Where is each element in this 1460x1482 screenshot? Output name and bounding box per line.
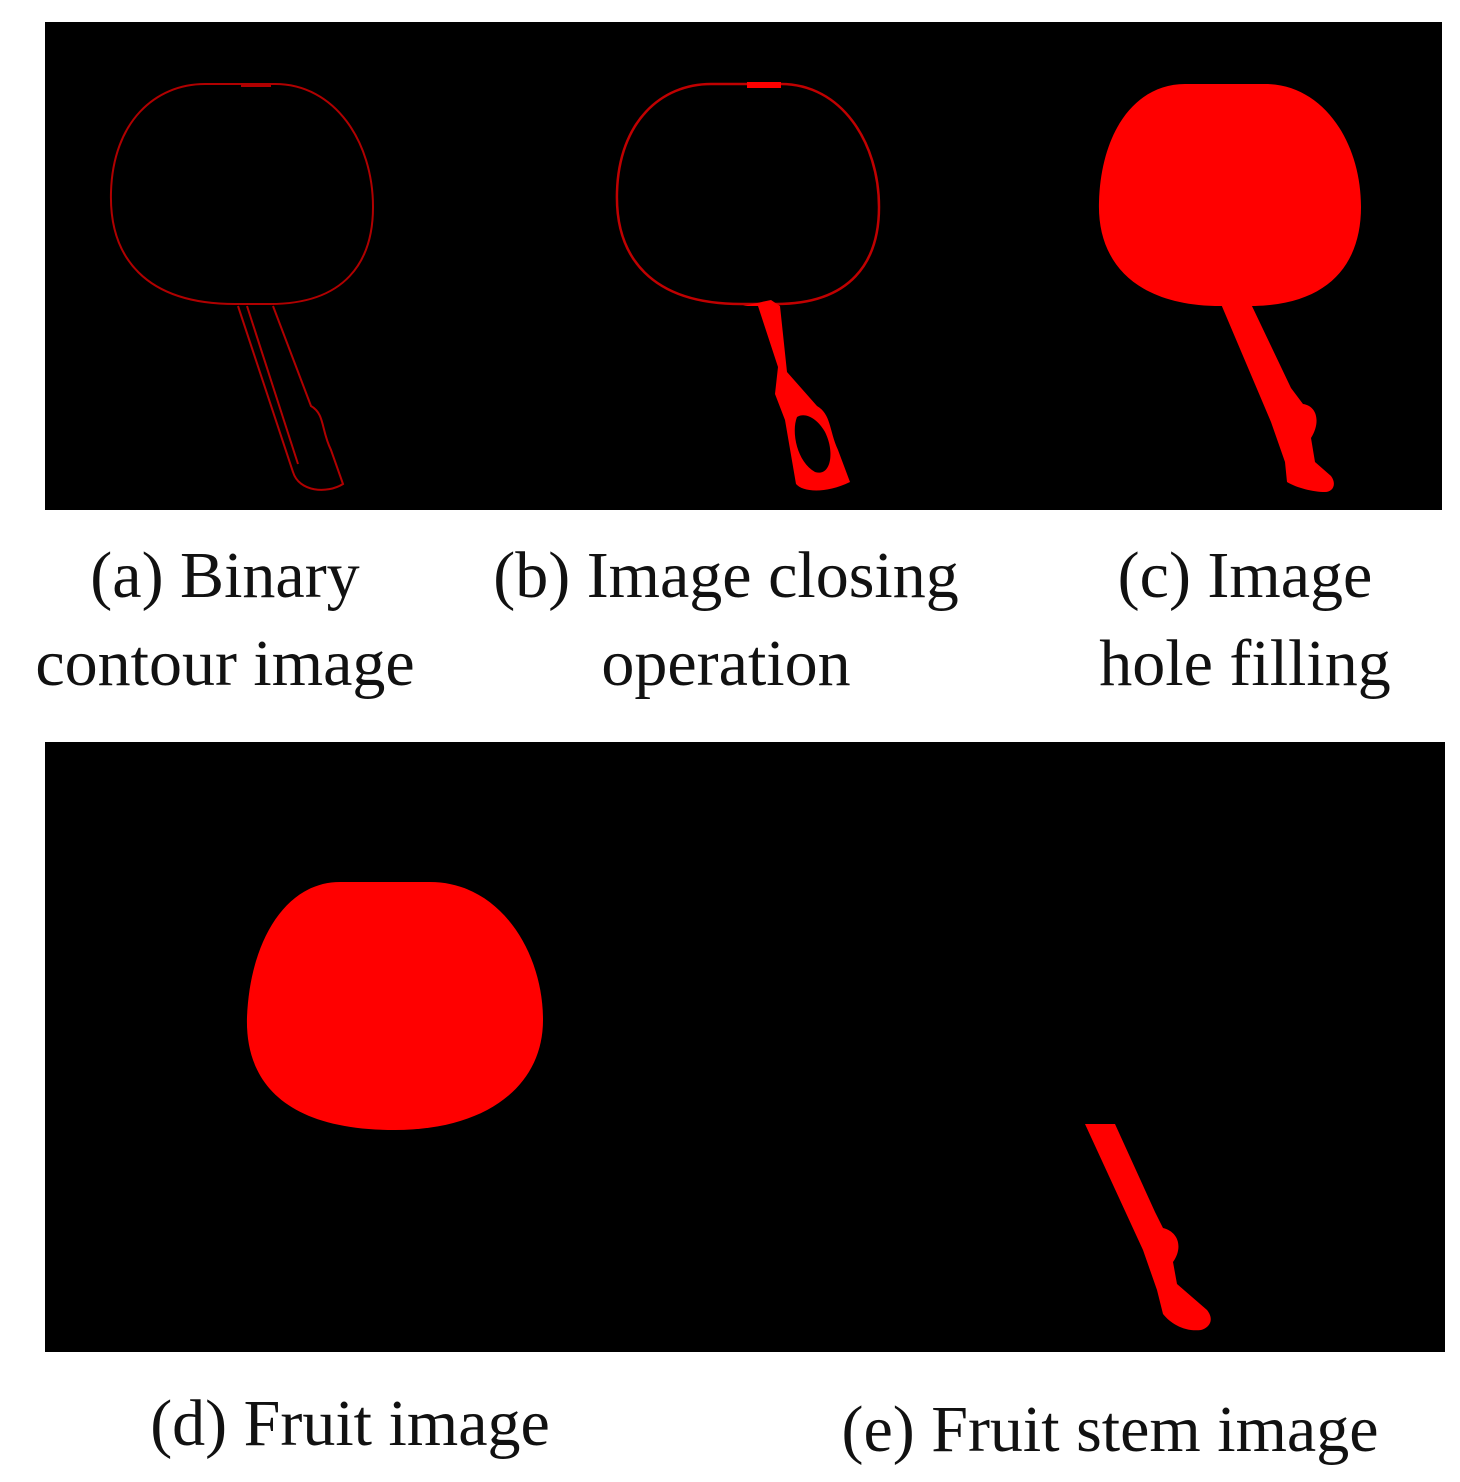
caption-d-line-1: (d) Fruit image (150, 1387, 550, 1460)
caption-e-line-1: (e) Fruit stem image (841, 1393, 1379, 1466)
stem-segment-shape (1085, 1124, 1211, 1331)
bottom-image-panel (45, 742, 1445, 1352)
fruit-segment-shape (246, 882, 543, 1130)
closing-operation-shape (615, 82, 881, 491)
caption-c: (c) Image hole filling (1040, 532, 1450, 708)
caption-c-line-1: (c) Image (1117, 539, 1373, 612)
caption-c-line-2: hole filling (1099, 627, 1391, 700)
bottom-image-canvas (246, 882, 1211, 1331)
caption-b: (b) Image closing operation (450, 532, 1002, 708)
binary-contour-shape (109, 83, 375, 491)
top-image-panel (45, 22, 1442, 510)
caption-a-line-2: contour image (35, 627, 415, 700)
hole-filling-shape (1098, 84, 1361, 492)
top-image-canvas (109, 82, 1361, 492)
caption-d: (d) Fruit image (100, 1380, 600, 1468)
caption-b-line-1: (b) Image closing (493, 539, 959, 612)
caption-a-line-1: (a) Binary (90, 539, 360, 612)
caption-a: (a) Binary contour image (10, 532, 440, 708)
caption-e: (e) Fruit stem image (790, 1386, 1430, 1474)
caption-b-line-2: operation (601, 627, 851, 700)
